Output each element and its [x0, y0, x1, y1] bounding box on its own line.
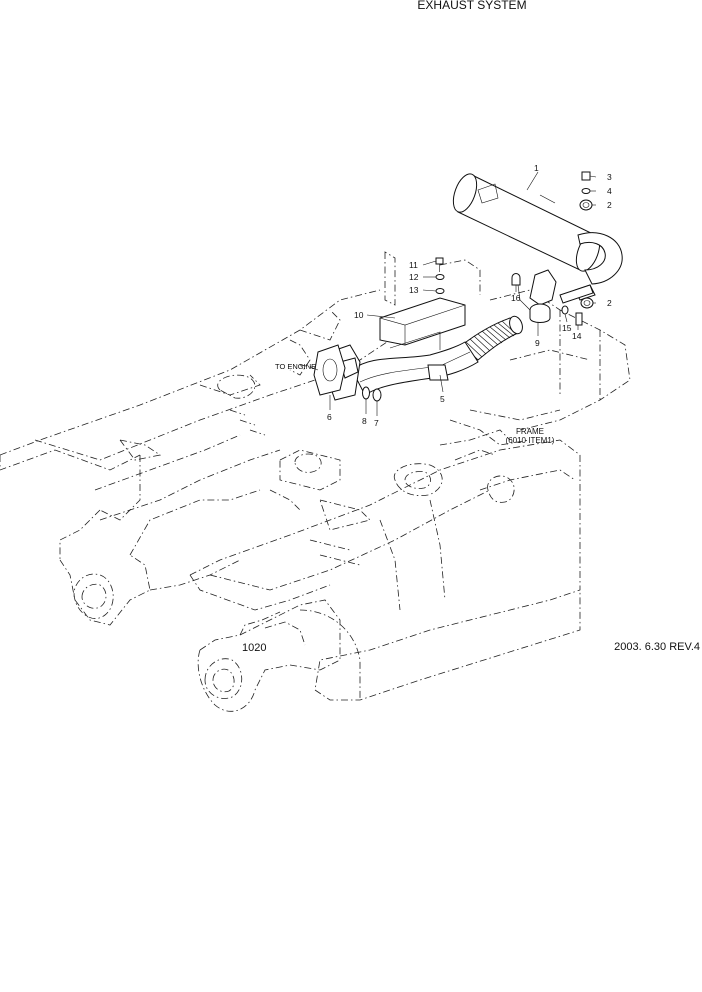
- callout-labels: 1 2 2 3 4 5 6 7 8 9 10 11 12 13 14 15 16: [327, 163, 612, 428]
- heat-shield: [379, 297, 466, 350]
- note-to-engine: TO ENGINE: [275, 362, 316, 371]
- callout-7: 7: [374, 418, 379, 428]
- callout-6: 6: [327, 412, 332, 422]
- main-frame-body-outline: [189, 429, 581, 701]
- callout-11: 11: [409, 260, 418, 270]
- callout-1: 1: [534, 163, 539, 173]
- leader-lines: [309, 171, 597, 416]
- callout-3: 3: [607, 172, 612, 182]
- callout-5: 5: [440, 394, 445, 404]
- callout-2-lower: 2: [607, 298, 612, 308]
- upper-frame-outline: [0, 289, 391, 521]
- diagram-title: EXHAUST SYSTEM: [417, 0, 526, 12]
- exhaust-elbow-pipe: [327, 341, 479, 401]
- flex-pipe: [461, 315, 523, 361]
- hardware-11-12-13: [435, 257, 445, 294]
- note-frame-line2: (6010 ITEM1): [506, 436, 555, 445]
- assembly-number: 1020: [242, 642, 266, 654]
- callout-4: 4: [607, 186, 612, 196]
- lower-arm-outline: [197, 599, 341, 712]
- callout-9: 9: [535, 338, 540, 348]
- callout-14: 14: [572, 331, 582, 341]
- callout-2-upper: 2: [607, 200, 612, 210]
- hardware-3-4-2: [579, 171, 593, 211]
- callout-12: 12: [409, 272, 419, 282]
- callout-16: 16: [511, 293, 521, 303]
- callout-13: 13: [409, 285, 419, 295]
- hardware-2b-14-15: [561, 297, 594, 326]
- right-frame-outline: [449, 289, 631, 446]
- clamp-and-pipe: [511, 269, 594, 323]
- callout-10: 10: [354, 310, 364, 320]
- callout-15: 15: [562, 323, 572, 333]
- gasket: [313, 344, 346, 396]
- revision-stamp: 2003. 6.30 REV.4: [614, 641, 700, 653]
- callout-8: 8: [362, 416, 367, 426]
- note-frame-line1: FRAME: [516, 427, 544, 436]
- left-arm-outline: [59, 489, 261, 626]
